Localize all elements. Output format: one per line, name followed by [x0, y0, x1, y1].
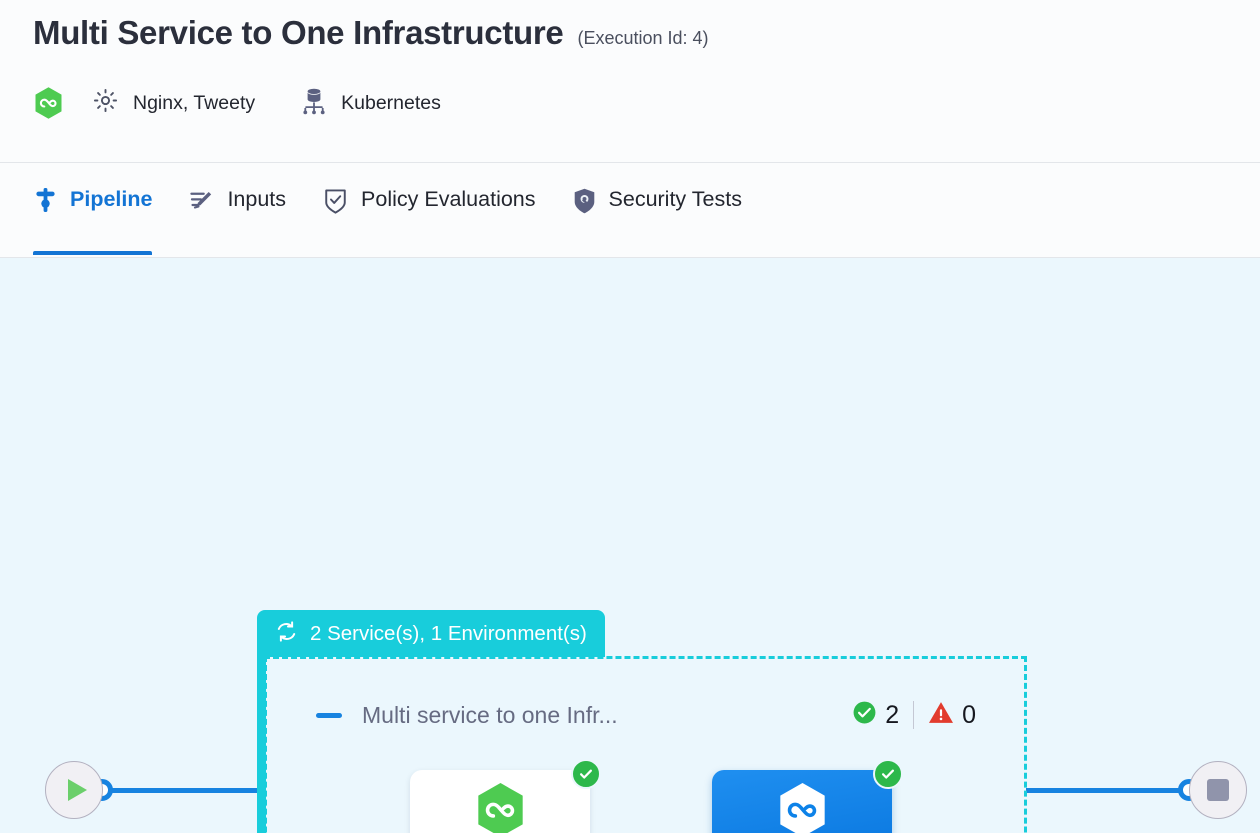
infrastructure-meta: Kubernetes — [255, 87, 441, 120]
tab-pipeline-label: Pipeline — [70, 187, 153, 211]
check-circle-icon — [852, 700, 877, 730]
edge-start-to-stage — [100, 788, 265, 793]
services-meta: Nginx, Tweety — [64, 87, 255, 119]
hexagon-infinity-logo-icon — [33, 86, 64, 120]
shield-check-icon — [322, 187, 349, 220]
hexagon-infinity-logo-icon — [474, 781, 527, 833]
warning-triangle-icon — [928, 700, 954, 730]
tab-bar: Pipeline Inputs Policy Evaluations — [0, 163, 1260, 258]
page-header: Multi Service to One Infrastructure (Exe… — [0, 0, 1260, 163]
stage-accent-bar — [257, 655, 266, 833]
stage-group-box[interactable] — [264, 656, 1027, 833]
edge-stage-to-end — [1026, 788, 1196, 793]
warning-counter: 0 — [928, 700, 976, 730]
stage-counters: 2 0 — [852, 700, 976, 730]
tab-security-tests-label: Security Tests — [608, 187, 742, 211]
stop-icon — [1207, 779, 1229, 801]
pipeline-icon — [33, 187, 58, 219]
tab-pipeline[interactable]: Pipeline — [33, 163, 170, 255]
hexagon-infinity-logo-icon — [776, 781, 829, 833]
counter-divider — [913, 701, 915, 729]
service-cards-row: </> (Nginx): Multi service to one... — [410, 759, 980, 833]
pipeline-canvas[interactable]: 2 Service(s), 1 Environment(s) Multi ser… — [0, 258, 1260, 833]
tab-inputs[interactable]: Inputs — [170, 163, 304, 255]
stage-group-banner[interactable]: 2 Service(s), 1 Environment(s) — [257, 610, 605, 657]
shield-security-icon — [572, 187, 597, 220]
success-counter: 2 — [852, 700, 899, 730]
kubernetes-icon — [301, 87, 327, 120]
minus-collapse-icon[interactable] — [316, 712, 342, 718]
gear-icon — [92, 87, 119, 119]
header-meta-row: Nginx, Tweety Kubernetes — [33, 86, 1260, 120]
edit-pencil-icon — [188, 187, 215, 219]
tab-security-tests[interactable]: Security Tests — [554, 163, 760, 255]
nginx-card-tile[interactable]: </> — [410, 759, 601, 833]
check-badge-icon — [873, 759, 903, 789]
nginx-service-card[interactable]: </> (Nginx): Multi service to one... — [410, 759, 601, 833]
stage-name-label: Multi service to one Infr... — [362, 701, 618, 728]
tweety-service-card[interactable]: </> (Tweety, {"__uuid":... — [712, 759, 903, 833]
stage-group-banner-label: 2 Service(s), 1 Environment(s) — [310, 621, 587, 645]
tweety-card-tile[interactable]: </> — [712, 759, 903, 833]
loop-repeat-icon — [274, 619, 299, 649]
start-node[interactable] — [45, 761, 103, 819]
tab-inputs-label: Inputs — [227, 187, 287, 211]
end-node[interactable] — [1189, 761, 1247, 819]
check-badge-icon — [571, 759, 601, 789]
infrastructure-label: Kubernetes — [341, 91, 441, 114]
execution-id: (Execution Id: 4) — [577, 28, 709, 48]
warning-count: 0 — [962, 700, 976, 729]
tab-policy-evaluations-label: Policy Evaluations — [361, 187, 536, 211]
play-icon — [67, 779, 87, 801]
stage-header-row: Multi service to one Infr... 2 — [316, 695, 976, 735]
services-label: Nginx, Tweety — [133, 91, 256, 114]
title-row: Multi Service to One Infrastructure (Exe… — [33, 14, 1260, 70]
tab-policy-evaluations[interactable]: Policy Evaluations — [304, 163, 553, 255]
page-title: Multi Service to One Infrastructure — [33, 14, 564, 51]
success-count: 2 — [885, 700, 900, 729]
